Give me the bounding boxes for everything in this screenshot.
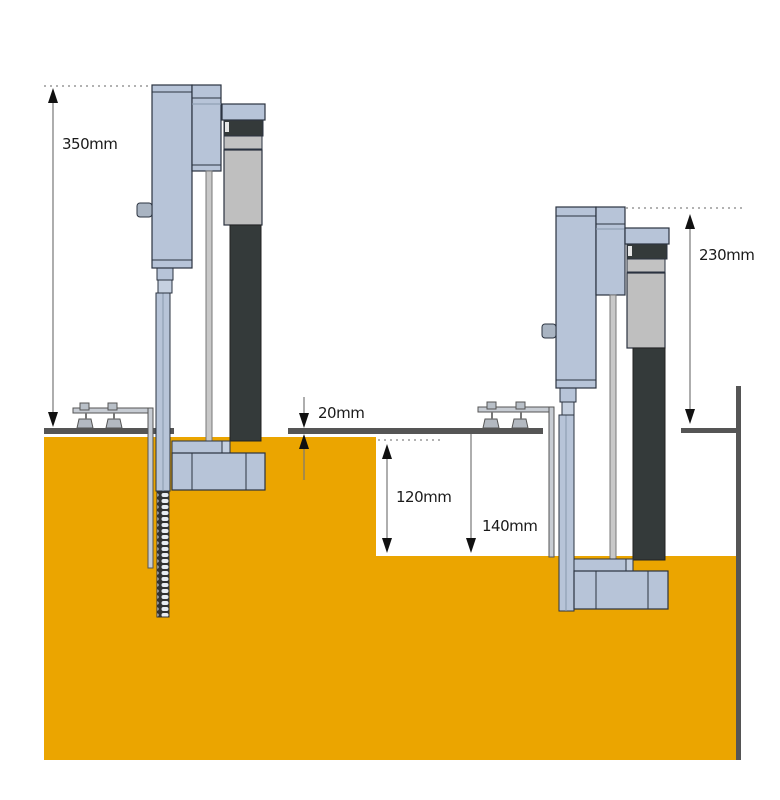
left-base <box>171 452 266 491</box>
left-bracket <box>72 402 154 569</box>
right-knob <box>541 323 557 339</box>
dim-label-120: 120mm <box>396 488 451 506</box>
dimension-140: 140mm <box>466 434 538 553</box>
dim-label-20: 20mm <box>318 404 364 422</box>
right-thin-rod <box>609 294 617 560</box>
right-dark-column <box>632 347 666 561</box>
dimension-350: 350mm <box>44 85 150 427</box>
right-slab <box>681 428 739 433</box>
fill-material <box>44 437 740 760</box>
dim-label-230: 230mm <box>699 246 754 264</box>
dimension-230: 230mm <box>626 207 755 424</box>
left-dark-column <box>229 224 262 442</box>
left-thin-rod <box>205 170 213 442</box>
dim-label-350: 350mm <box>62 135 117 153</box>
dimension-20: 20mm <box>299 397 365 480</box>
dim-label-140: 140mm <box>482 517 537 535</box>
right-bracket <box>477 401 555 558</box>
left-slab <box>44 428 174 434</box>
right-base <box>573 570 669 610</box>
dimension-120: 120mm <box>378 439 452 553</box>
middle-slab <box>288 428 543 434</box>
right-wall <box>736 386 741 760</box>
left-knob <box>136 202 153 218</box>
left-unit <box>72 84 266 618</box>
left-housing <box>151 84 193 269</box>
right-housing <box>555 206 597 389</box>
right-unit <box>477 206 670 612</box>
left-screw-anchor <box>156 489 170 618</box>
